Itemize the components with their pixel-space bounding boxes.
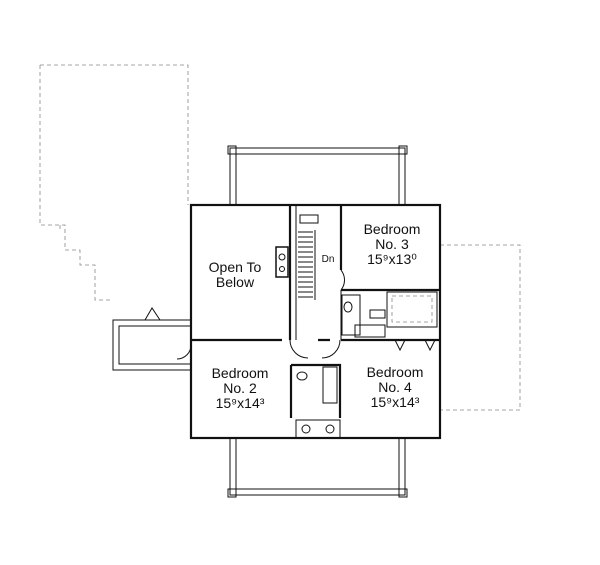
fixtures <box>176 269 438 439</box>
bottom-porch <box>227 438 408 498</box>
left-balcony <box>112 307 191 371</box>
svg-text:Bedroom: Bedroom <box>367 364 424 380</box>
svg-text:Below: Below <box>216 274 255 290</box>
svg-text:No. 3: No. 3 <box>375 236 409 252</box>
top-porch <box>227 145 408 205</box>
room-label-bedroom-2: Bedroom No. 2 15⁹x14³ <box>212 365 269 411</box>
svg-text:15⁹x14³: 15⁹x14³ <box>216 395 265 411</box>
svg-text:Bedroom: Bedroom <box>364 221 421 237</box>
room-label-bedroom-4: Bedroom No. 4 15⁹x14³ <box>367 364 424 410</box>
svg-text:15⁹x13⁰: 15⁹x13⁰ <box>367 251 417 267</box>
room-label-bedroom-3: Bedroom No. 3 15⁹x13⁰ <box>364 221 421 267</box>
svg-text:Bedroom: Bedroom <box>212 365 269 381</box>
svg-text:Open To: Open To <box>209 259 262 275</box>
svg-text:No. 2: No. 2 <box>223 380 257 396</box>
stair <box>275 214 319 300</box>
svg-text:No. 4: No. 4 <box>378 379 412 395</box>
room-label-open: Open To Below <box>209 259 262 290</box>
svg-text:15⁹x14³: 15⁹x14³ <box>371 394 420 410</box>
lower-level-outline <box>39 64 521 420</box>
stair-label: Dn <box>322 254 335 265</box>
